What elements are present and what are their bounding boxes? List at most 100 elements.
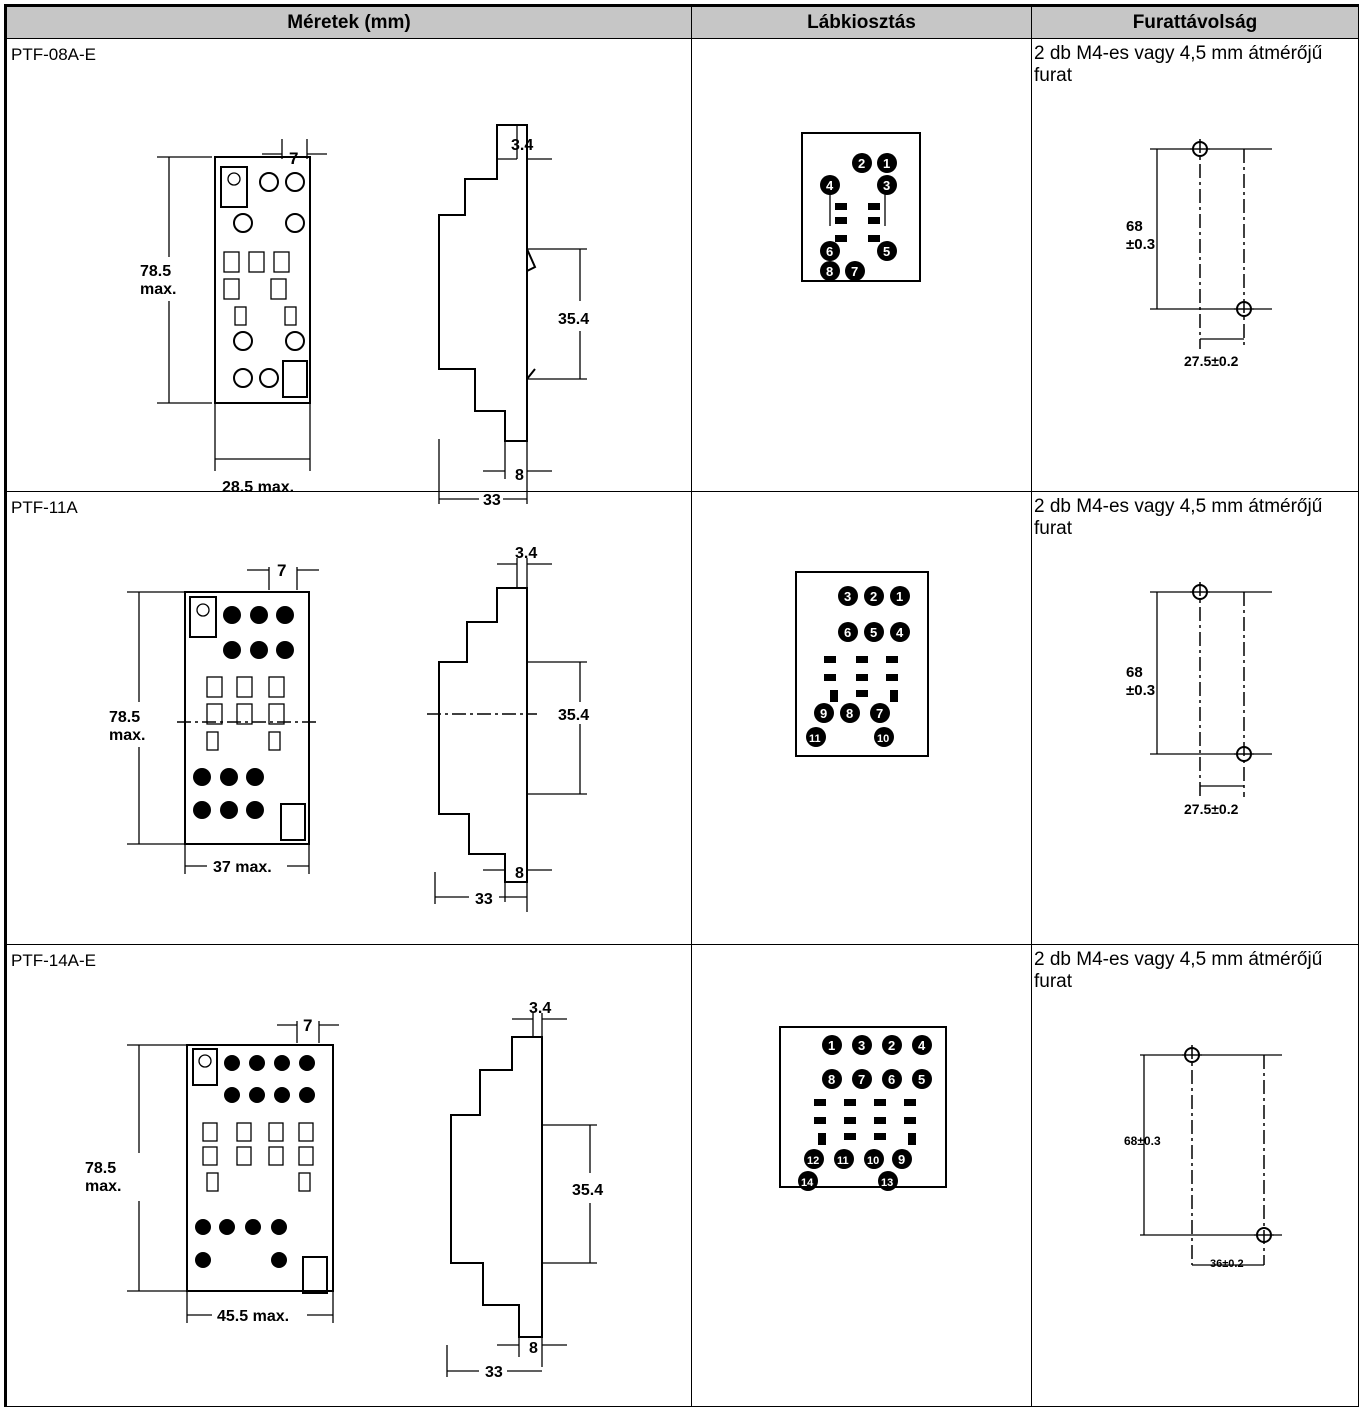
- terminal-screws-top: [233, 172, 305, 233]
- terminal-screws-bottom: [193, 768, 264, 819]
- pin-label: 10: [877, 733, 889, 745]
- pin-label: 12: [807, 1155, 819, 1167]
- drilling-cell: 2 db M4-es vagy 4,5 mm átmérőjű furat 68…: [1031, 944, 1359, 1407]
- model-name: PTF-11A: [11, 498, 78, 517]
- hole-v-dim: 68±0.3: [1124, 1134, 1161, 1148]
- side-top-dim: 3.4: [511, 137, 533, 154]
- pin-label: 7: [858, 1072, 865, 1087]
- front-view-drawing: 78.5 max.: [140, 124, 589, 509]
- pin-label: 4: [896, 625, 904, 640]
- terminal-screws-top: [223, 606, 294, 659]
- hole-note: 2 db M4-es vagy 4,5 mm átmérőjű furat: [1034, 496, 1323, 539]
- height-dim: 78.5: [109, 709, 140, 726]
- pin-markers: 2 1 4 3 6 5 8 7: [820, 153, 897, 281]
- pin-label: 9: [820, 706, 827, 721]
- terminal-screws-bottom: [195, 1219, 287, 1268]
- pinout-diagram: 1 3 2 4 8 7 6 5 12 11 10 9 14 13: [779, 1026, 947, 1191]
- model-name: PTF-14A-E: [11, 951, 97, 970]
- pin-label: 4: [826, 178, 834, 193]
- width-dim: 37 max.: [213, 859, 272, 876]
- side-mid-dim: 35.4: [558, 707, 589, 724]
- terminal-screws-bottom: [233, 331, 305, 388]
- table-row: PTF-11A 78.5 max.: [5, 491, 1359, 945]
- pin-label: 3: [883, 178, 890, 193]
- pin-label: 2: [870, 589, 877, 604]
- pin-label: 8: [826, 264, 833, 279]
- model-name: PTF-08A-E: [11, 45, 97, 64]
- pin-label: 5: [883, 244, 890, 259]
- drilling-diagram: 68±0.3 36±0.2: [1124, 1045, 1282, 1270]
- pin-label: 1: [896, 589, 903, 604]
- pin-label: 5: [870, 625, 877, 640]
- height-dim: 78.5: [85, 1160, 116, 1177]
- pin-label: 5: [918, 1072, 925, 1087]
- side-b2-dim: 33: [475, 891, 493, 908]
- height-suffix: max.: [85, 1178, 121, 1195]
- pin-label: 3: [844, 589, 851, 604]
- pin-label: 8: [846, 706, 853, 721]
- pin-label: 7: [851, 264, 858, 279]
- hole-v-tol: ±0.3: [1126, 682, 1155, 699]
- front-view-drawing: 78.5 max. 45.5 max.: [85, 1000, 603, 1381]
- pin-label: 4: [918, 1038, 926, 1053]
- header-pinout: Lábkiosztás: [691, 5, 1032, 39]
- side-b2-dim: 33: [485, 1364, 503, 1381]
- pinout-diagram: 2 1 4 3 6 5 8 7: [801, 132, 921, 282]
- pin-markers: 3 2 1 6 5 4 9 8 7 11 10: [806, 586, 910, 747]
- pin-label: 11: [837, 1155, 849, 1167]
- socket-dimension-table: Méretek (mm) Lábkiosztás Furattávolság P…: [4, 4, 1359, 1407]
- height-suffix: max.: [109, 727, 145, 744]
- drilling-cell: 2 db M4-es vagy 4,5 mm átmérőjű furat 68…: [1031, 491, 1359, 945]
- side-b1-dim: 8: [515, 467, 524, 484]
- front-view-drawing: 78.5 max. 37 m: [109, 545, 589, 912]
- side-b1-dim: 8: [515, 865, 524, 882]
- pin-label: 2: [858, 156, 865, 171]
- hole-v-tol: ±0.3: [1126, 236, 1155, 253]
- pin-label: 7: [876, 706, 883, 721]
- pin-label: 3: [858, 1038, 865, 1053]
- side-b1-dim: 8: [529, 1340, 538, 1357]
- side-top-dim: 3.4: [529, 1000, 551, 1017]
- pin-label: 6: [826, 244, 833, 259]
- hole-note: 2 db M4-es vagy 4,5 mm átmérőjű furat: [1034, 949, 1323, 992]
- pin-label: 6: [844, 625, 851, 640]
- dimensions-cell: PTF-11A 78.5 max.: [5, 491, 692, 945]
- pitch-dim: 7: [303, 1016, 312, 1035]
- drilling-diagram: 68 ±0.3 27.5±0.2: [1126, 139, 1272, 369]
- side-top-dim: 3.4: [515, 545, 537, 562]
- dimensions-cell: PTF-08A-E 78.5 max.: [5, 38, 692, 509]
- drilling-cell: 2 db M4-es vagy 4,5 mm átmérőjű furat 68…: [1031, 38, 1359, 492]
- header-drilling: Furattávolság: [1031, 5, 1359, 39]
- pitch-dim: 7: [277, 561, 286, 580]
- pin-label: 1: [883, 156, 890, 171]
- pin-label: 8: [828, 1072, 835, 1087]
- pin-label: 13: [881, 1177, 893, 1189]
- pin-label: 2: [888, 1038, 895, 1053]
- table-header-row: Méretek (mm) Lábkiosztás Furattávolság: [5, 5, 1359, 39]
- hole-h-dim: 27.5±0.2: [1184, 801, 1239, 817]
- width-dim: 45.5 max.: [217, 1308, 289, 1325]
- height-dim: 78.5: [140, 263, 171, 280]
- hole-v-dim: 68: [1126, 218, 1143, 235]
- pinout-cell: 2 1 4 3 6 5 8 7: [691, 38, 1032, 492]
- drilling-diagram: 68 ±0.3 27.5±0.2: [1126, 582, 1272, 817]
- side-mid-dim: 35.4: [558, 311, 589, 328]
- pin-label: 9: [898, 1152, 905, 1167]
- pin-label: 11: [809, 733, 821, 745]
- dimensions-cell: PTF-14A-E 78.5 max.: [5, 944, 692, 1407]
- height-suffix: max.: [140, 281, 176, 298]
- table-row: PTF-08A-E 78.5 max.: [5, 38, 1359, 509]
- table-row: PTF-14A-E 78.5 max.: [5, 944, 1359, 1407]
- hole-h-dim: 27.5±0.2: [1184, 353, 1239, 369]
- terminal-screws-top: [224, 1055, 315, 1103]
- pin-label: 6: [888, 1072, 895, 1087]
- hole-h-dim: 36±0.2: [1210, 1258, 1244, 1270]
- pin-markers: 1 3 2 4 8 7 6 5 12 11 10 9 14 13: [798, 1035, 932, 1191]
- side-mid-dim: 35.4: [572, 1182, 603, 1199]
- hole-v-dim: 68: [1126, 664, 1143, 681]
- pinout-diagram: 3 2 1 6 5 4 9 8 7 11 10: [795, 571, 929, 757]
- pinout-cell: 1 3 2 4 8 7 6 5 12 11 10 9 14 13: [691, 944, 1032, 1407]
- hole-note: 2 db M4-es vagy 4,5 mm átmérőjű furat: [1034, 43, 1323, 86]
- pin-label: 10: [867, 1155, 879, 1167]
